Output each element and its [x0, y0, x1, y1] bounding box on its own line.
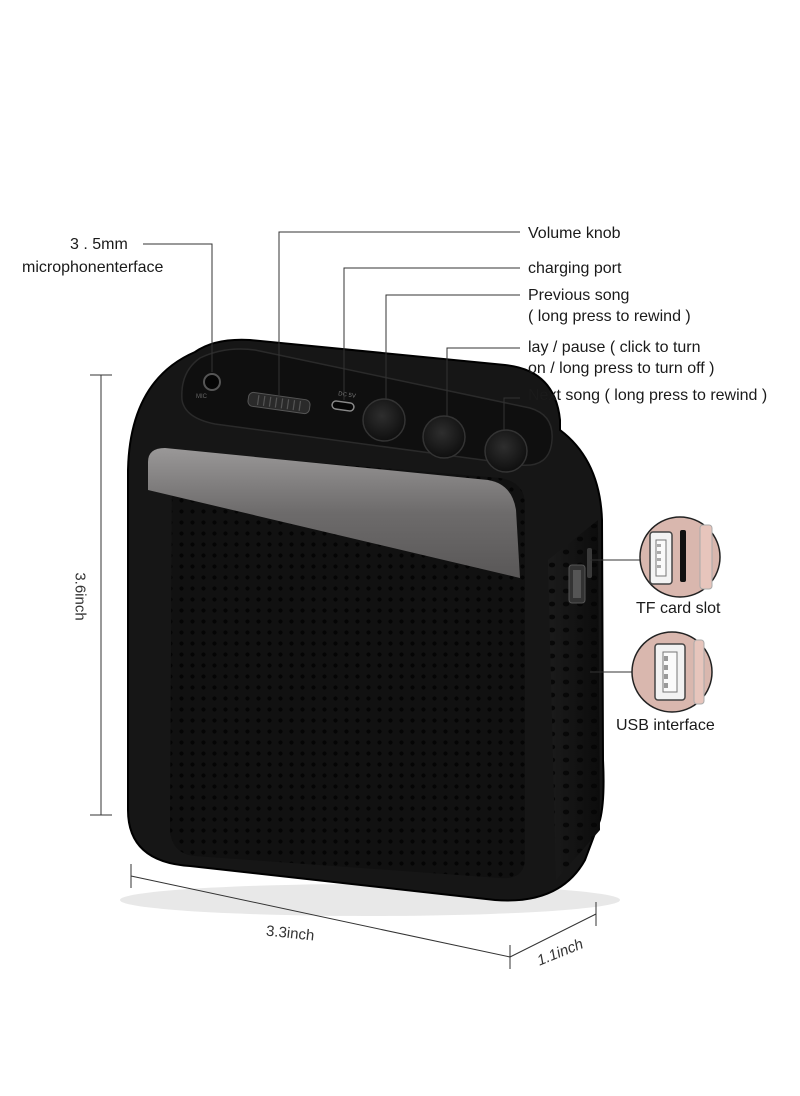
- prev-button: [362, 398, 406, 442]
- mic-mark: MIC: [196, 394, 208, 400]
- callout-lines: [90, 231, 640, 969]
- volume-knob-label: Volume knob: [528, 225, 621, 242]
- play-pause-label-line2: on / long press to turn off ): [528, 360, 715, 377]
- play-button: [422, 415, 466, 459]
- next-callout-line: [503, 397, 520, 430]
- tf-card-inset: [639, 516, 721, 598]
- width-dimension-line: [130, 875, 511, 958]
- next-song-label: Next song ( long press to rewind ): [528, 387, 768, 404]
- play-pause-label-line1: lay / pause ( click to turn: [528, 339, 701, 356]
- previous-song-label-line2: ( long press to rewind ): [528, 308, 691, 325]
- mic-callout-line: [143, 243, 213, 372]
- height-dimension-label: 3.6inch: [71, 572, 89, 621]
- depth-dimension-line: [509, 913, 597, 958]
- usb-interface-label: USB interface: [616, 717, 715, 734]
- mic-jack: [203, 373, 221, 391]
- tf-card-slot-label: TF card slot: [636, 600, 721, 617]
- volume-callout-line: [278, 231, 520, 398]
- charging-callout-line: [343, 267, 520, 400]
- usb-inset: [631, 631, 713, 713]
- volume-knob: [247, 391, 311, 415]
- previous-song-label-line1: Previous song: [528, 287, 630, 304]
- mic-label-line1: 3 . 5mm: [70, 236, 128, 253]
- play-callout-line: [446, 347, 520, 416]
- mic-label-line2: microphonenterface: [22, 259, 164, 276]
- prev-callout-line: [385, 294, 520, 399]
- accent-plate: [148, 448, 520, 578]
- charging-port-label: charging port: [528, 260, 622, 277]
- side-tf-slot: [587, 548, 592, 578]
- dc-mark: DC 5V: [338, 391, 356, 399]
- next-button: [484, 429, 528, 473]
- speaker-device: MIC DC 5V: [120, 338, 620, 916]
- charging-port-hole: [331, 400, 355, 412]
